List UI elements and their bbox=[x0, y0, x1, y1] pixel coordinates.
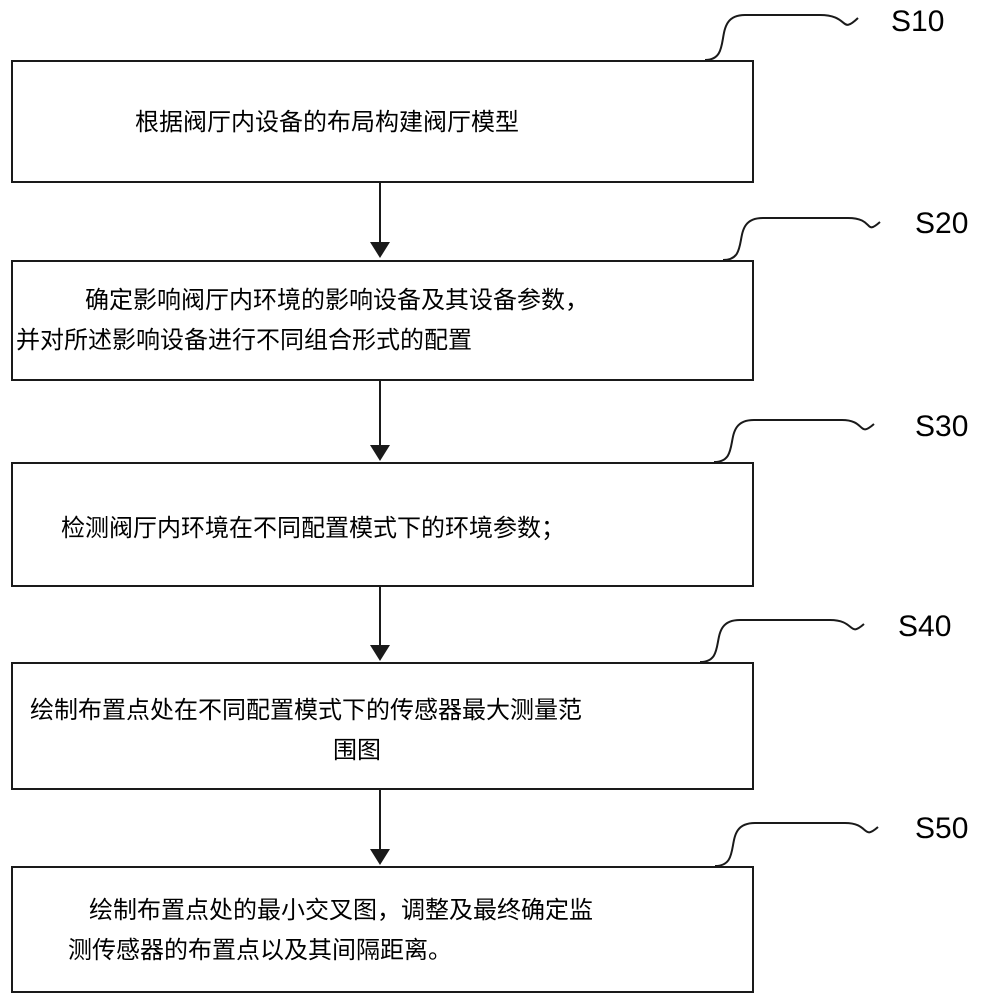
step-box-s10: 根据阀厅内设备的布局构建阀厅模型 bbox=[11, 60, 754, 183]
leader-curve-s10 bbox=[704, 14, 859, 61]
arrowhead-s10-s20 bbox=[370, 242, 390, 258]
step-label-s40: S40 bbox=[898, 610, 952, 643]
step-label-s50: S50 bbox=[915, 812, 969, 845]
leader-curve-s30 bbox=[713, 419, 875, 463]
arrowhead-s20-s30 bbox=[370, 445, 390, 461]
step-label-s20: S20 bbox=[915, 207, 969, 240]
arrowhead-s40-s50 bbox=[370, 849, 390, 865]
step-text-s40-line1: 绘制布置点处在不同配置模式下的传感器最大测量范 bbox=[30, 696, 582, 724]
leader-curve-s50 bbox=[714, 822, 879, 867]
step-text-s40-line2: 围图 bbox=[333, 736, 381, 764]
step-text-s50-line1: 绘制布置点处的最小交叉图，调整及最终确定监 bbox=[89, 896, 593, 924]
arrowhead-s30-s40 bbox=[370, 645, 390, 661]
step-text-s10-line1: 根据阀厅内设备的布局构建阀厅模型 bbox=[135, 108, 519, 136]
step-label-s30: S30 bbox=[915, 410, 969, 443]
step-box-s50: 绘制布置点处的最小交叉图，调整及最终确定监 测传感器的布置点以及其间隔距离。 bbox=[11, 866, 754, 993]
step-text-s20-line1: 确定影响阀厅内环境的影响设备及其设备参数， bbox=[85, 286, 589, 314]
step-text-s30-line1: 检测阀厅内环境在不同配置模式下的环境参数； bbox=[61, 514, 565, 542]
leader-curve-s20 bbox=[722, 217, 881, 261]
step-text-s20-line2: 并对所述影响设备进行不同组合形式的配置 bbox=[16, 326, 472, 354]
step-label-s10: S10 bbox=[891, 5, 945, 38]
step-box-s40: 绘制布置点处在不同配置模式下的传感器最大测量范 围图 bbox=[11, 662, 754, 790]
step-box-s20: 确定影响阀厅内环境的影响设备及其设备参数， 并对所述影响设备进行不同组合形式的配… bbox=[11, 260, 754, 381]
step-box-s30: 检测阀厅内环境在不同配置模式下的环境参数； bbox=[11, 462, 754, 587]
leader-curve-s40 bbox=[699, 619, 865, 663]
step-text-s50-line2: 测传感器的布置点以及其间隔距离。 bbox=[68, 936, 452, 964]
